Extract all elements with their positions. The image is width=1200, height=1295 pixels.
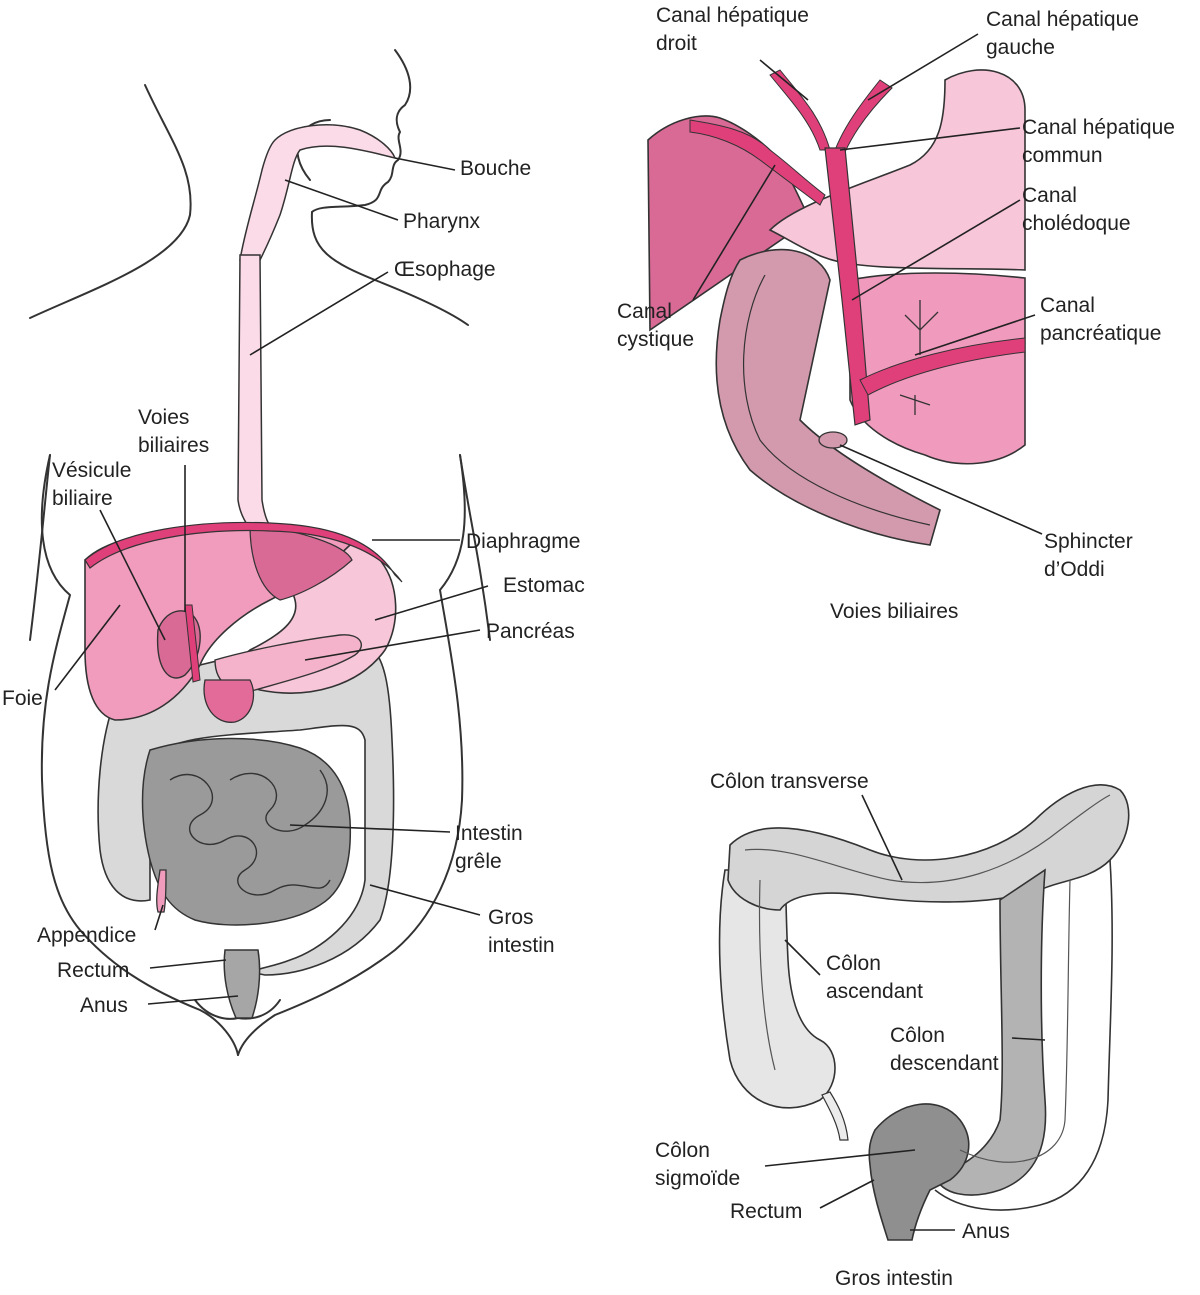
bile-duct-pancreatic xyxy=(859,337,1026,396)
bile-duct-common xyxy=(824,147,871,426)
small-intestine-coils xyxy=(169,769,331,896)
biliary-labels: Canal hépatique droit Canal hépatique ga… xyxy=(617,4,1175,623)
colon-appendix-shape xyxy=(821,1091,849,1141)
label-canal-choledoque-1: Canal xyxy=(1022,184,1077,207)
label-pharynx: Pharynx xyxy=(403,210,481,233)
body-labels: Bouche Pharynx Œsophage Voies biliaires … xyxy=(2,157,585,1017)
body-outline-left xyxy=(29,84,192,319)
label-intestin-grele-2: grêle xyxy=(455,850,502,873)
label-anus: Anus xyxy=(80,994,128,1017)
appendix-shape xyxy=(156,869,167,913)
label-colon-descendant-2: descendant xyxy=(890,1052,999,1075)
label-canal-hepatique-droit-1: Canal hépatique xyxy=(656,4,809,27)
label-colon-ascendant-1: Côlon xyxy=(826,952,881,975)
biliary-leader-lines xyxy=(692,33,1043,535)
bile-duct-right xyxy=(769,69,831,151)
label-vesicule-biliaire-2: biliaire xyxy=(52,487,113,510)
body-outline-arm-left xyxy=(29,454,51,641)
biliary-figure xyxy=(647,69,1026,546)
bile-liver-pale xyxy=(768,69,1026,271)
duodenum-shape xyxy=(203,679,255,723)
colon-labels: Côlon transverse Côlon ascendant Côlon d… xyxy=(655,770,1010,1290)
label-foie: Foie xyxy=(2,687,43,710)
liver-dark-lobe xyxy=(249,524,353,601)
colon-sigmoid-rectum-shape xyxy=(868,1103,970,1241)
label-bouche: Bouche xyxy=(460,157,531,180)
label-canal-pancreatique-1: Canal xyxy=(1040,294,1095,317)
label-colon-anus: Anus xyxy=(962,1220,1010,1243)
label-canal-pancreatique-2: pancréatique xyxy=(1040,322,1161,345)
colon-descending-shape xyxy=(934,868,1047,1196)
label-sphincter-oddi-1: Sphincter xyxy=(1044,530,1133,553)
body-outline-neck-right xyxy=(310,211,469,326)
label-canal-cystique-2: cystique xyxy=(617,328,694,351)
label-gros-intestin-2: intestin xyxy=(488,934,555,957)
caption-voies-biliaires: Voies biliaires xyxy=(830,600,958,623)
bile-liver-left xyxy=(647,115,812,332)
esophagus-shape xyxy=(237,254,283,541)
label-diaphragme: Diaphragme xyxy=(466,530,580,553)
label-colon-ascendant-2: ascendant xyxy=(826,980,923,1003)
label-canal-hepatique-commun-2: commun xyxy=(1022,144,1103,167)
colon-leader-lines xyxy=(764,794,1046,1231)
label-canal-hepatique-droit-2: droit xyxy=(656,32,697,55)
caption-gros-intestin: Gros intestin xyxy=(835,1267,953,1290)
label-gros-intestin-1: Gros xyxy=(488,906,534,929)
label-oesophage: Œsophage xyxy=(394,258,496,281)
bile-duct-cystic xyxy=(689,119,826,206)
rectum-shape xyxy=(223,949,261,1019)
diaphragm-shape xyxy=(84,521,403,583)
body-leader-lines xyxy=(54,157,489,1005)
label-sphincter-oddi-2: d’Oddi xyxy=(1044,558,1105,581)
bile-duodenum-inner xyxy=(743,274,931,526)
label-voies-biliaires-1: Voies xyxy=(138,406,189,429)
label-appendice: Appendice xyxy=(37,924,136,947)
label-colon-rectum: Rectum xyxy=(730,1200,802,1223)
label-rectum: Rectum xyxy=(57,959,129,982)
label-canal-hepatique-commun-1: Canal hépatique xyxy=(1022,116,1175,139)
bile-duodenum xyxy=(715,248,941,546)
pharynx-shape xyxy=(239,124,397,261)
label-colon-sigmoide-2: sigmoïde xyxy=(655,1167,740,1190)
label-voies-biliaires-2: biliaires xyxy=(138,434,209,457)
label-canal-hepatique-gauche-2: gauche xyxy=(986,36,1055,59)
label-canal-cystique-1: Canal xyxy=(617,300,672,323)
face-profile xyxy=(311,49,412,213)
label-colon-transverse: Côlon transverse xyxy=(710,770,869,793)
colon-taenia xyxy=(744,794,1111,1163)
label-colon-descendant-1: Côlon xyxy=(890,1024,945,1047)
label-estomac: Estomac xyxy=(503,574,585,597)
bile-sphincter xyxy=(818,431,848,449)
colon-figure xyxy=(718,784,1130,1241)
body-outline-torso-right xyxy=(237,454,466,1056)
colon-ascending-shape xyxy=(718,869,836,1109)
label-canal-hepatique-gauche-1: Canal hépatique xyxy=(986,8,1139,31)
body-outline-torso-left xyxy=(40,454,239,1056)
label-pancreas: Pancréas xyxy=(486,620,575,643)
label-colon-sigmoide-1: Côlon xyxy=(655,1139,710,1162)
body-figure xyxy=(29,49,491,1056)
bile-pancreatic-branches xyxy=(899,300,939,415)
small-intestine-shape xyxy=(141,737,352,926)
colon-descending-outer xyxy=(934,859,1113,1211)
label-vesicule-biliaire-1: Vésicule xyxy=(52,459,131,482)
label-canal-choledoque-2: cholédoque xyxy=(1022,212,1131,235)
colon-transverse-shape xyxy=(727,784,1130,911)
bile-duct-shape xyxy=(184,604,201,683)
body-outline-arm-right xyxy=(459,454,491,641)
label-intestin-grele-1: Intestin xyxy=(455,822,523,845)
